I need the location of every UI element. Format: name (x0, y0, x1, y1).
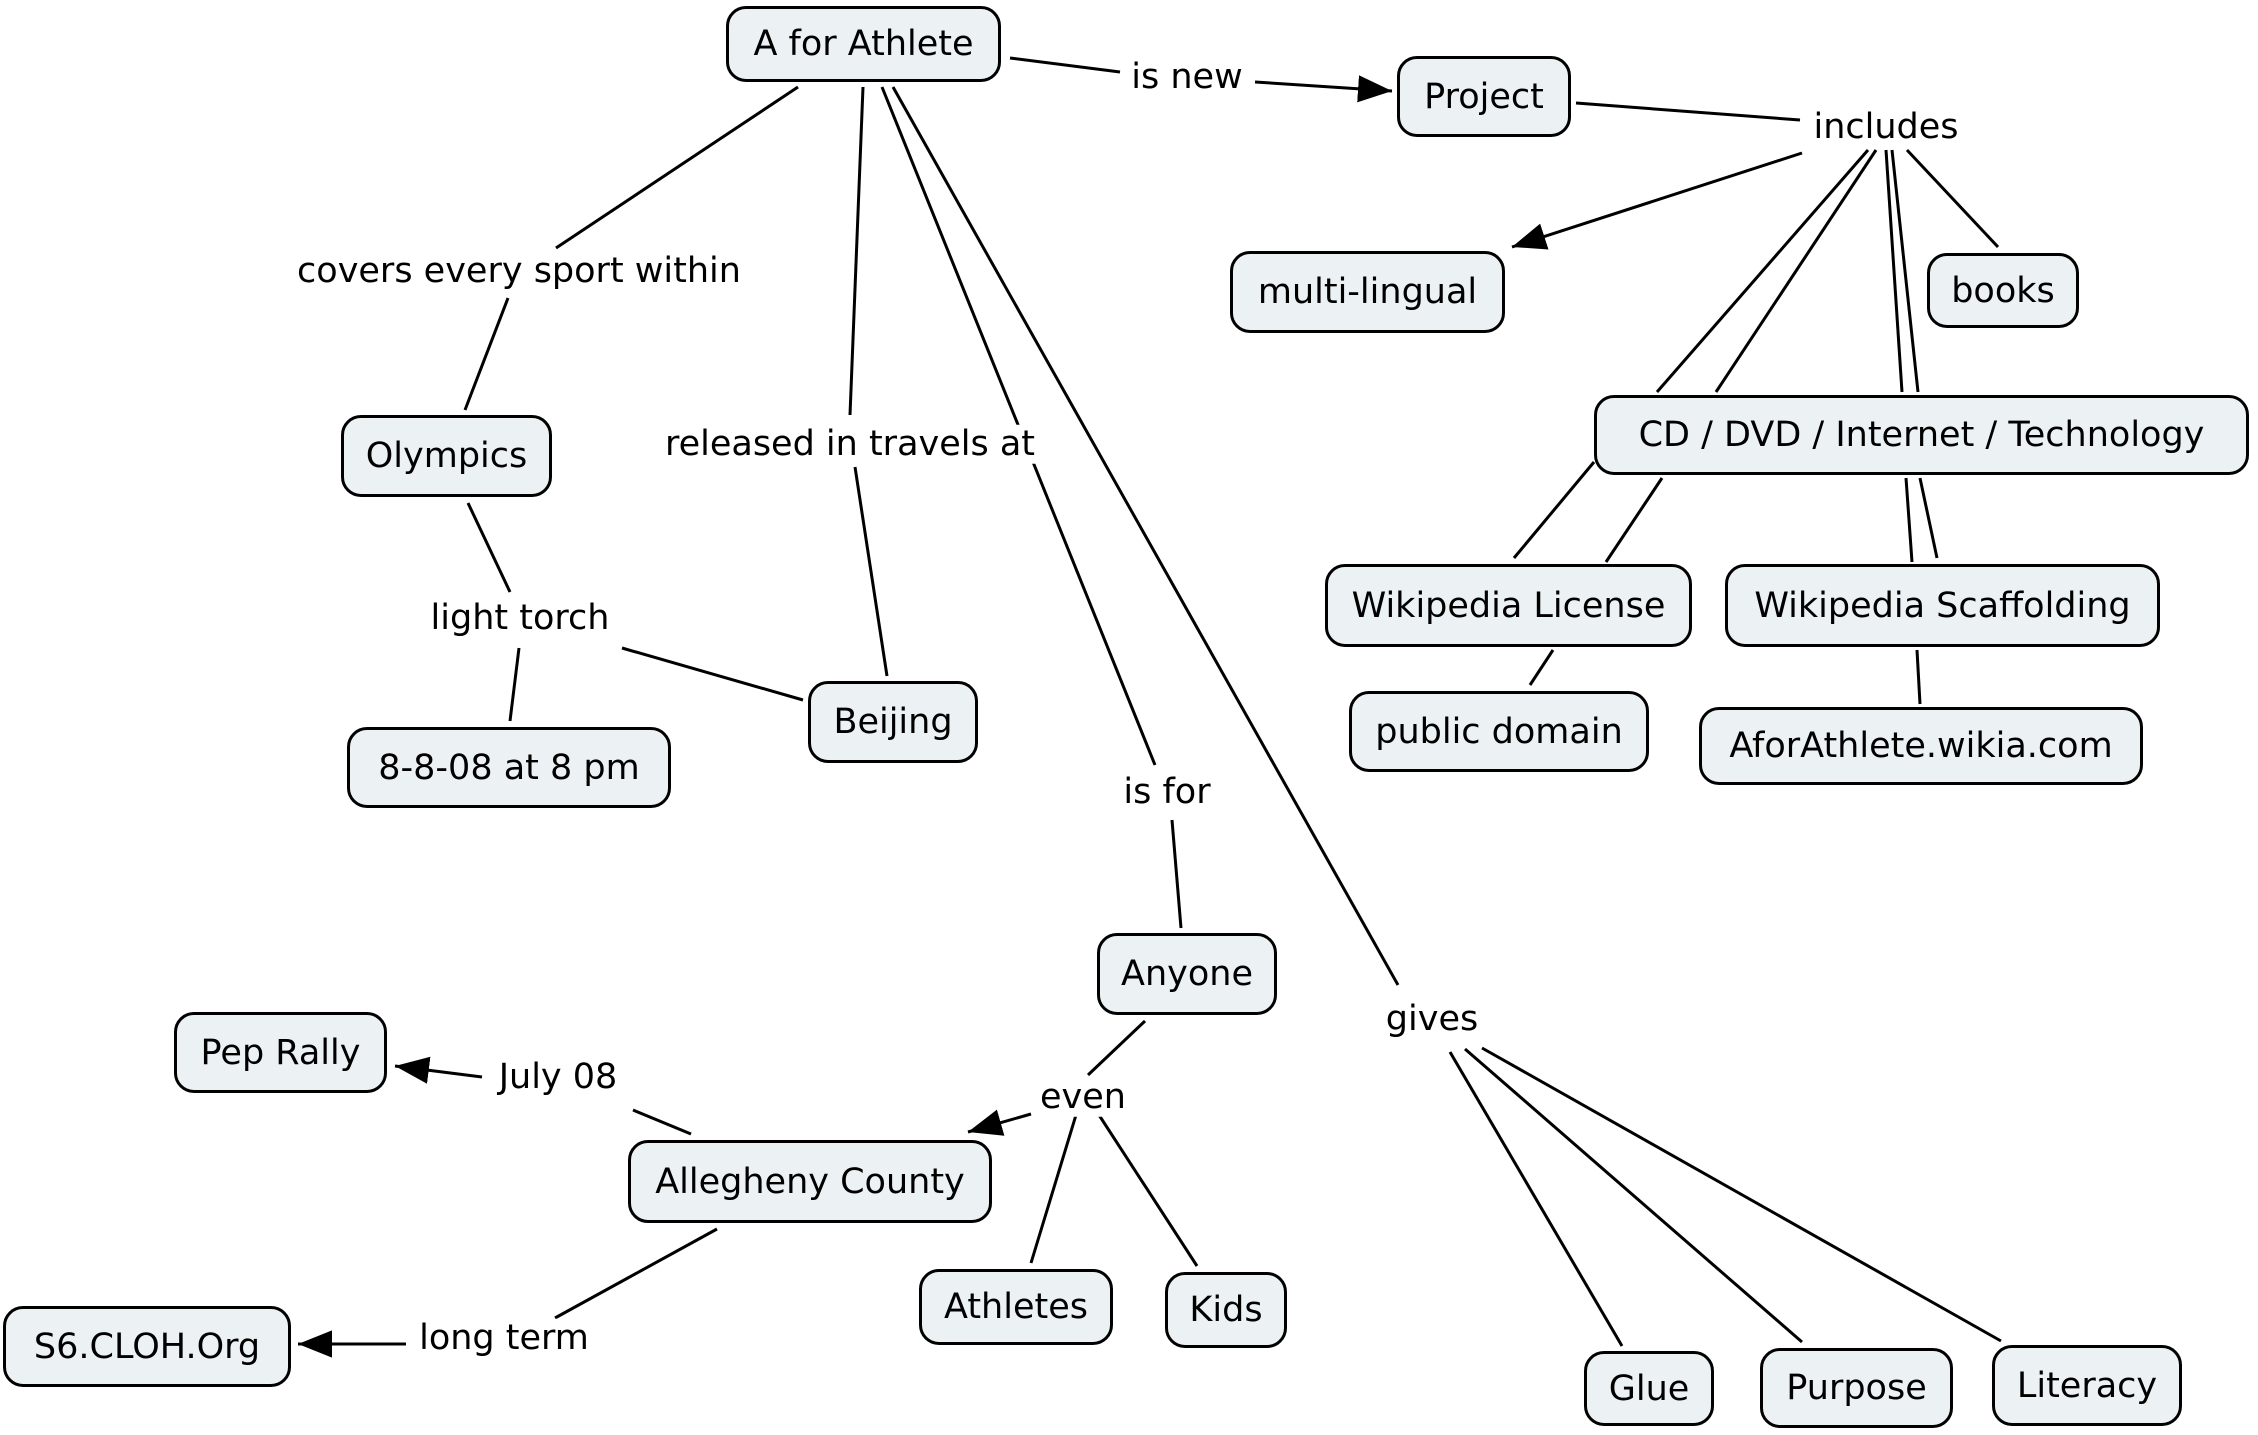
node-pep-rally[interactable]: Pep Rally (174, 1012, 387, 1093)
node-glue[interactable]: Glue (1584, 1351, 1714, 1426)
line-torch-date (508, 647, 521, 722)
node-wikipedia-scaffolding[interactable]: Wikipedia Scaffolding (1725, 564, 2160, 647)
line-includes-multilingual (1511, 151, 1803, 250)
link-label-covers: covers every sport within (291, 252, 747, 291)
line-includes-cd-1 (1655, 149, 1870, 393)
line-july-peprally (394, 1056, 483, 1084)
line-athlete-released (848, 86, 865, 416)
line-license-public (1528, 649, 1555, 686)
node-olympics[interactable]: Olympics (341, 415, 552, 497)
node-s6-cloh-org[interactable]: S6.CLOH.Org (3, 1306, 291, 1387)
line-project-includes (1575, 101, 1801, 122)
line-even-kids (1097, 1114, 1199, 1267)
node-wikipedia-license[interactable]: Wikipedia License (1325, 564, 1692, 647)
line-athlete-covers (555, 85, 799, 250)
line-includes-cd-4 (1890, 149, 1920, 393)
node-athletes[interactable]: Athletes (919, 1269, 1113, 1345)
line-olympics-torch (466, 502, 512, 593)
node-aforathlete-wikia[interactable]: AforAthlete.wikia.com (1699, 707, 2143, 785)
link-label-is-for: is for (1117, 773, 1217, 812)
link-label-includes: includes (1807, 108, 1965, 147)
line-isnew-project (1254, 75, 1393, 103)
link-label-july: July 08 (492, 1058, 624, 1097)
node-torch-date[interactable]: 8-8-08 at 8 pm (347, 727, 671, 808)
node-beijing[interactable]: Beijing (808, 681, 978, 763)
link-label-is-new: is new (1125, 58, 1249, 97)
node-multi-lingual[interactable]: multi-lingual (1230, 251, 1505, 333)
node-literacy[interactable]: Literacy (1992, 1345, 2182, 1426)
line-gives-literacy (1481, 1046, 2002, 1343)
line-even-allegheny (967, 1109, 1032, 1136)
line-allegheny-july (632, 1108, 692, 1136)
node-a-for-athlete[interactable]: A for Athlete (726, 6, 1001, 82)
node-project[interactable]: Project (1397, 56, 1571, 137)
link-label-long-term: long term (413, 1319, 595, 1358)
node-books[interactable]: books (1927, 253, 2079, 328)
line-cd-license-1 (1512, 461, 1596, 559)
line-includes-cd-2 (1714, 149, 1878, 393)
line-scaffold-wikia (1915, 649, 1922, 705)
node-purpose[interactable]: Purpose (1760, 1348, 1953, 1428)
node-public-domain[interactable]: public domain (1349, 691, 1649, 772)
node-anyone[interactable]: Anyone (1097, 933, 1277, 1015)
line-covers-olympics (463, 297, 510, 411)
line-torch-beijing (621, 646, 804, 702)
line-athlete-isnew (1009, 56, 1121, 74)
link-label-light-torch: light torch (424, 599, 616, 638)
line-allegheny-longterm (554, 1227, 718, 1320)
link-label-gives: gives (1379, 1000, 1485, 1039)
line-athlete-gives (891, 86, 1400, 986)
node-allegheny-county[interactable]: Allegheny County (628, 1140, 992, 1223)
line-includes-books (1905, 148, 2000, 249)
line-cd-scaffold-2 (1918, 477, 1939, 559)
line-even-athletes (1029, 1114, 1078, 1264)
link-label-even: even (1034, 1078, 1132, 1117)
line-isfor-anyone (1170, 819, 1183, 929)
node-cd-dvd-internet-technology[interactable]: CD / DVD / Internet / Technology (1594, 395, 2249, 475)
link-label-released: released in travels at (658, 425, 1042, 464)
line-cd-scaffold-1 (1904, 477, 1914, 563)
line-released-beijing (853, 466, 889, 677)
line-gives-glue (1448, 1051, 1624, 1347)
line-includes-cd-3 (1884, 149, 1904, 393)
line-gives-purpose (1464, 1047, 1803, 1344)
node-kids[interactable]: Kids (1165, 1272, 1287, 1348)
line-cd-license-2 (1604, 477, 1664, 563)
line-anyone-even (1086, 1019, 1147, 1077)
